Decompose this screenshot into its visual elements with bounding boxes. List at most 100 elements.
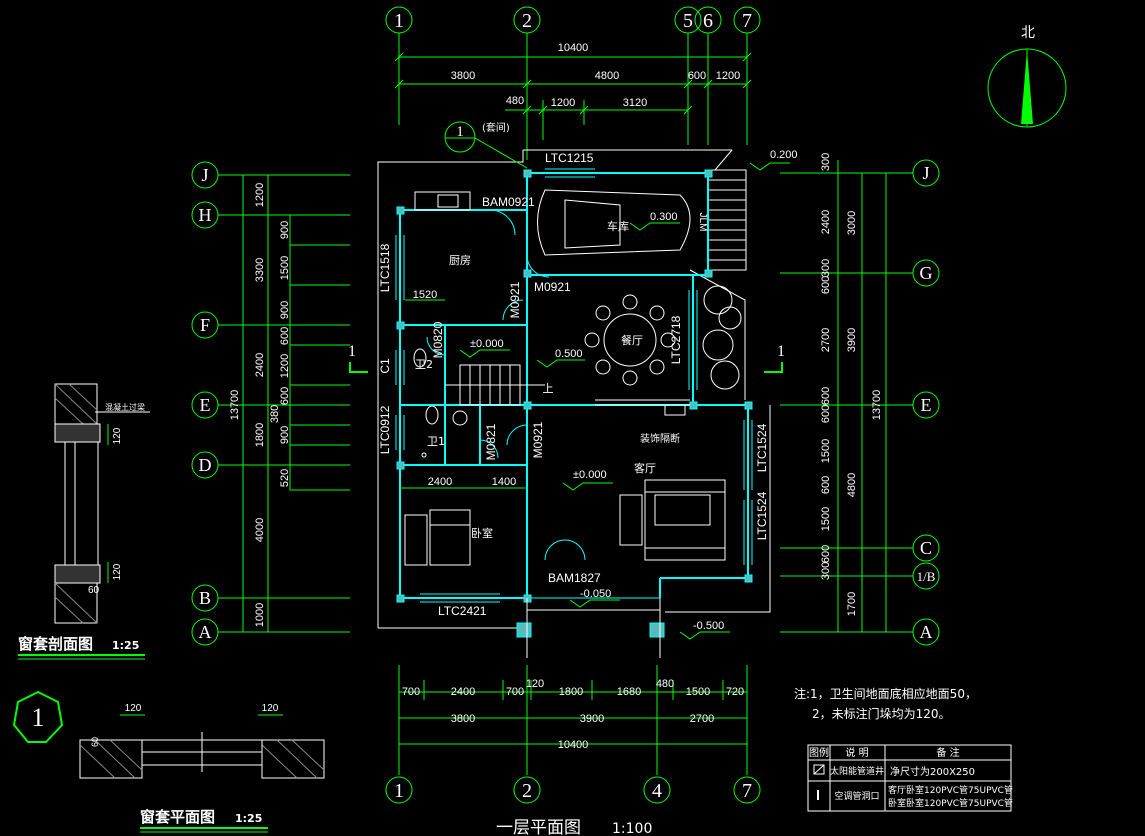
bottom-dim-720: 720 <box>726 686 744 698</box>
right-dim-1700: 1700 <box>846 592 858 616</box>
left-dim-600b: 600 <box>279 387 291 405</box>
general-notes: 注:1，卫生间地面底相应地面50， 2，未标注门垛均为120。 <box>794 686 977 721</box>
label-ltc1215: LTC1215 <box>545 151 594 165</box>
left-dim-1800: 1800 <box>254 423 266 447</box>
label-ltc1524-a: LTC1524 <box>755 423 769 472</box>
right-dim-600b: 600 <box>820 387 832 405</box>
room-kitchen: 厨房 <box>449 254 471 267</box>
left-axis-A: A <box>199 622 212 642</box>
level-0300: 0.300 <box>650 211 678 223</box>
right-dim-300b: 300 <box>820 259 832 277</box>
legend-header-desc: 说 明 <box>845 746 868 759</box>
top-dim-1200b: 1200 <box>551 97 575 109</box>
left-dim-3300: 3300 <box>254 258 266 282</box>
right-dim-600e: 600 <box>820 545 832 563</box>
left-axis-D: D <box>199 455 212 475</box>
right-axis-J: J <box>922 163 929 183</box>
room-dining: 餐厅 <box>621 333 643 347</box>
bottom-dim-1800: 1800 <box>559 686 583 698</box>
right-axis-C: C <box>920 538 932 558</box>
level-pm0-b: ±0.000 <box>573 469 607 481</box>
left-dim-900b: 900 <box>279 301 291 319</box>
level-0500: 0.500 <box>555 348 583 360</box>
label-m0921-b: M0921 <box>508 281 522 318</box>
north-label: 北 <box>1021 25 1035 41</box>
plan-detail-120b: 120 <box>262 703 279 714</box>
window-section-detail: 混凝土过梁 120 120 60 窗套剖面图 1:25 <box>18 383 150 660</box>
label-c1: C1 <box>378 358 392 374</box>
left-dim-1500: 1500 <box>279 256 291 280</box>
section-detail-120b: 120 <box>112 563 123 580</box>
plan-detail-60: 60 <box>90 737 100 747</box>
right-axis-1B: 1/B <box>917 569 936 584</box>
kitchen-dim-1520: 1520 <box>413 289 437 301</box>
right-axis-E: E <box>921 395 932 415</box>
main-title: 一层平面图 1:100 <box>496 818 652 836</box>
bottom-dim-3800: 3800 <box>451 713 475 725</box>
right-dim-2400: 2400 <box>820 210 832 234</box>
note-line-1: 注:1，卫生间地面底相应地面50， <box>794 686 977 701</box>
left-dim-1000: 1000 <box>254 603 266 627</box>
top-axis-5: 5 <box>683 10 693 32</box>
right-dim-2700: 2700 <box>820 328 832 352</box>
bottom-axis-1: 1 <box>394 780 404 802</box>
bottom-dim-2400: 2400 <box>451 686 475 698</box>
legend-header-symbol: 图例 <box>809 746 829 759</box>
bottom-dim-480: 480 <box>656 678 674 690</box>
window-plan-detail: 1 120 120 60 窗套平面图 1:25 <box>12 690 325 833</box>
section-detail-note: 混凝土过梁 <box>105 402 145 412</box>
room-bedroom: 卧室 <box>471 526 493 540</box>
top-dimensions: 10400 3800 4800 600 1200 480 1200 3120 <box>394 42 752 140</box>
right-dim-600a: 600 <box>820 276 832 294</box>
level-pm0-a: ±0.000 <box>470 338 504 350</box>
top-axis-2: 2 <box>522 10 532 32</box>
label-ltc0912: LTC0912 <box>378 405 392 454</box>
label-m0921-a: M0921 <box>534 280 571 294</box>
top-axis-7: 7 <box>742 10 752 32</box>
top-dim-4800: 4800 <box>595 70 619 82</box>
bottom-axis-7: 7 <box>742 780 752 802</box>
right-dim-3900: 3900 <box>846 328 858 352</box>
bottom-dim-3900: 3900 <box>580 713 604 725</box>
right-dim-total: 13700 <box>871 390 883 421</box>
right-axis-G: G <box>920 263 933 283</box>
left-axis-E: E <box>200 395 211 415</box>
stair-up: 上 <box>543 382 554 395</box>
section-marks: 1 1 1 (套间) <box>348 121 785 373</box>
room-decor-partition: 装饰隔断 <box>640 432 680 445</box>
bedroom-dim-1400: 1400 <box>492 476 516 488</box>
detail-ref-note: (套间) <box>482 121 510 134</box>
right-dimensions: 300 2400 300 600 2700 600 600 1500 600 1… <box>820 153 883 616</box>
north-arrow: 北 <box>987 25 1067 128</box>
legend-row2-desc: 空调管洞口 <box>834 790 879 802</box>
bottom-dim-total: 10400 <box>558 739 589 751</box>
legend-row2-remark: 客厅卧室120PVC管75UPVC管 <box>888 784 1013 796</box>
label-ltc2421: LTC2421 <box>438 604 487 618</box>
legend-row1-remark: 净尺寸为200X250 <box>890 765 975 778</box>
detail-ref-num: 1 <box>456 124 464 140</box>
bottom-axis-2: 2 <box>522 780 532 802</box>
label-ltc1524-b: LTC1524 <box>755 491 769 540</box>
bedroom-dim-2400: 2400 <box>428 476 452 488</box>
bottom-dim-1680: 1680 <box>617 686 641 698</box>
level-marks: 0.200 0.300 0.500 ±0.000 ±0.000 -0.050 -… <box>459 149 798 640</box>
label-m0921-c: M0921 <box>531 421 545 458</box>
section-detail-60: 60 <box>88 585 100 596</box>
right-dim-600c: 600 <box>820 405 832 423</box>
left-axis-B: B <box>199 588 211 608</box>
left-dim-900a: 900 <box>279 221 291 239</box>
plan-detail-120a: 120 <box>125 703 142 714</box>
top-axis-bubbles: 1 2 5 6 7 <box>385 6 761 160</box>
left-dim-1200: 1200 <box>254 183 266 207</box>
plan-detail-num: 1 <box>32 703 45 732</box>
left-dim-2400: 2400 <box>254 353 266 377</box>
section-detail-120a: 120 <box>112 427 123 444</box>
level-0200: 0.200 <box>770 149 798 161</box>
legend-table: 图例 说 明 备 注 太阳能管道井 净尺寸为200X250 空调管洞口 客厅卧室… <box>807 744 1013 812</box>
level-m0500: -0.500 <box>693 620 724 632</box>
main-title-text: 一层平面图 <box>496 818 581 836</box>
bottom-axis-4: 4 <box>652 780 662 802</box>
label-bam0921: BAM0921 <box>482 195 535 209</box>
left-dim-520: 520 <box>279 469 291 487</box>
